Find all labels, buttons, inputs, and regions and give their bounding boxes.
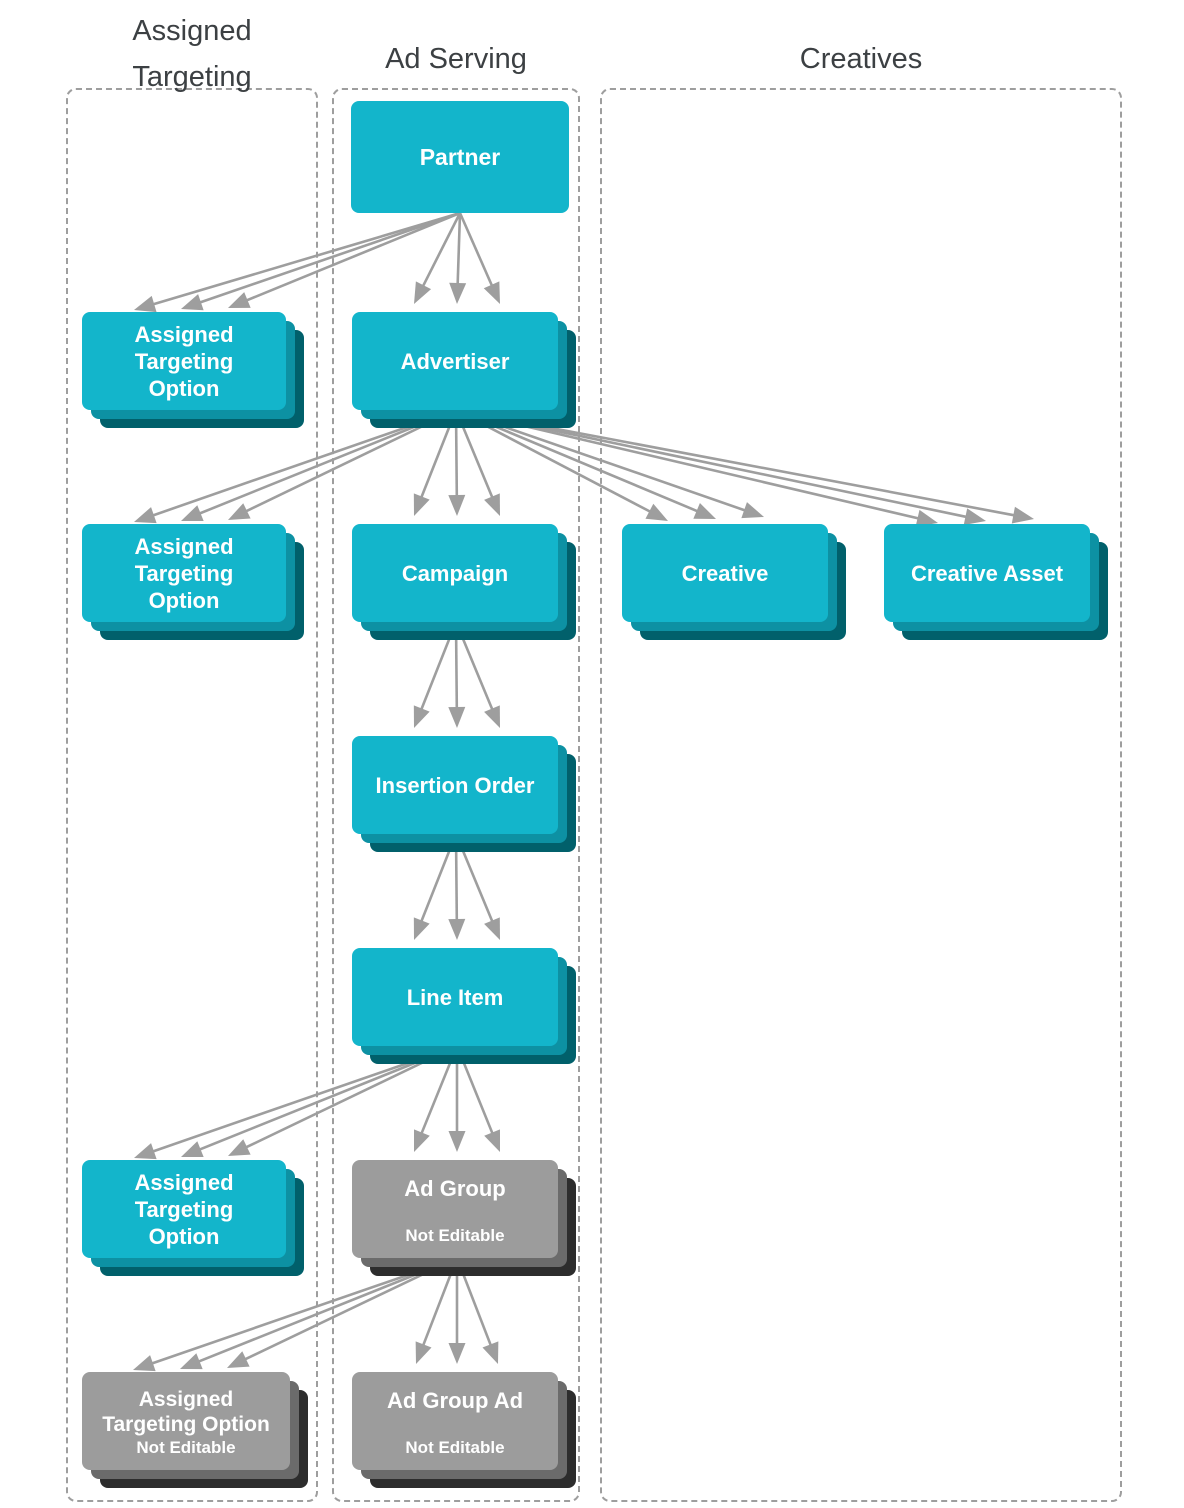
node-assigned-targeting-option: Assigned Targeting Option <box>82 312 286 410</box>
node-creative: Creative <box>622 524 828 622</box>
node-line-item: Line Item <box>352 948 558 1046</box>
node-label: Partner <box>419 143 501 170</box>
node-partner: Partner <box>351 101 569 213</box>
node-label: Line Item <box>406 984 504 1010</box>
node-label: Creative Asset <box>910 560 1064 586</box>
node-label: Assigned Targeting Option <box>134 1169 234 1249</box>
node-label: Ad Group <box>404 1176 506 1201</box>
node-campaign: Campaign <box>352 524 558 622</box>
node-not-editable-label: Not Editable <box>136 1438 236 1457</box>
node-not-editable-label: Not Editable <box>405 1438 505 1457</box>
node-assigned-targeting-option: Assigned Targeting Option <box>82 1160 286 1258</box>
node-not-editable-label: Not Editable <box>405 1226 505 1245</box>
node-label: Assigned Targeting Option <box>102 1388 270 1436</box>
column-header-assigned-targeting: Assigned Targeting <box>132 15 252 93</box>
node-assigned-targeting-option: Assigned Targeting Option <box>82 524 286 622</box>
column-ad-serving <box>332 88 580 1502</box>
node-assigned-targeting-option: Assigned Targeting Option Not Editable <box>82 1372 290 1470</box>
node-label: Creative <box>681 560 769 586</box>
column-assigned-targeting <box>66 88 318 1502</box>
node-advertiser: Advertiser <box>352 312 558 410</box>
node-label: Insertion Order <box>375 772 535 798</box>
node-label: Ad Group Ad <box>386 1388 524 1413</box>
column-header-creatives: Creatives <box>799 43 923 75</box>
node-label: Campaign <box>401 560 509 586</box>
node-creative-asset: Creative Asset <box>884 524 1090 622</box>
node-insertion-order: Insertion Order <box>352 736 558 834</box>
node-label: Assigned Targeting Option <box>134 533 234 613</box>
node-label: Advertiser <box>400 348 510 374</box>
node-ad-group-ad: Ad Group Ad Not Editable <box>352 1372 558 1470</box>
column-header-ad-serving: Ad Serving <box>385 43 527 75</box>
node-label: Assigned Targeting Option <box>134 321 234 401</box>
column-creatives <box>600 88 1122 1502</box>
node-ad-group: Ad Group Not Editable <box>352 1160 558 1258</box>
